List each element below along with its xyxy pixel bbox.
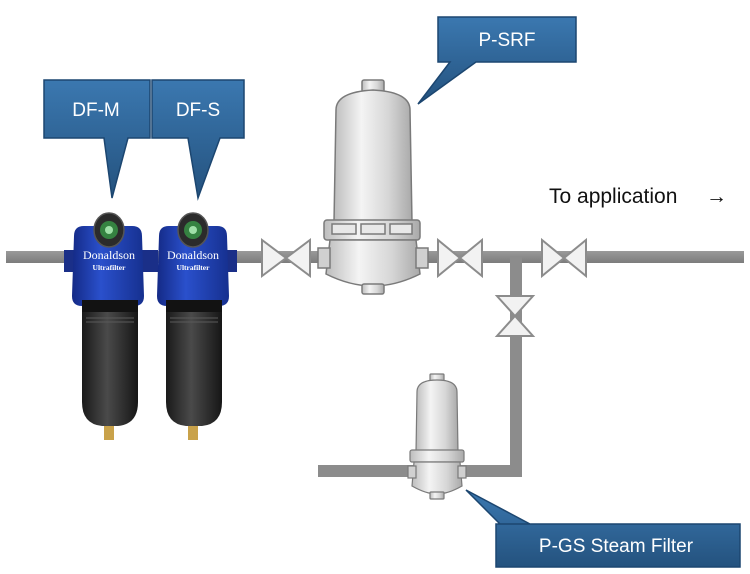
callout-p-gs-label: P-GS Steam Filter [539,536,694,557]
branch-pipe-vertical [510,257,522,477]
outlet-label: To application [549,185,677,208]
callout-p-gs: P-GS Steam Filter [465,489,741,568]
valve-3 [541,237,587,279]
callout-df-m-label: DF-M [72,100,119,121]
outlet-annotation: To application → [549,185,727,208]
callout-p-srf-label: P-SRF [479,30,536,51]
brand-name: Donaldson [167,248,219,262]
callout-p-srf: P-SRF [417,16,577,105]
callout-df-s-label: DF-S [176,100,220,121]
brand-sub: Ultrafilter [93,263,127,272]
housing-p-gs [407,373,467,500]
valve-1 [261,238,311,278]
callout-df-s: DF-S [151,79,245,201]
brand-name: Donaldson [83,248,135,262]
callout-df-m: DF-M [43,79,151,199]
housing-p-srf [317,79,429,295]
outlet-arrow-icon: → [706,185,727,208]
valve-2 [437,237,483,279]
valve-branch [494,295,536,337]
filter-df-m: Donaldson Ultrafilter [64,212,152,440]
filter-df-s: Donaldson Ultrafilter [148,212,237,440]
brand-sub: Ultrafilter [177,263,211,272]
